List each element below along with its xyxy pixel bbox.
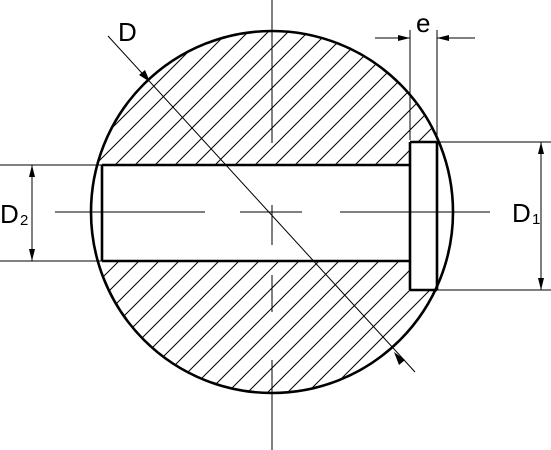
center-lines	[55, 0, 490, 450]
d1-dimension	[437, 141, 551, 291]
d2-dimension	[0, 164, 102, 262]
diameter-label: D	[118, 17, 137, 47]
diameter-dimension	[107, 35, 416, 373]
d1-subscript: 1	[532, 211, 540, 228]
bore-outline	[100, 163, 410, 263]
offset-label: e	[416, 8, 430, 38]
d2-subscript: 2	[20, 212, 28, 229]
d1-label: D	[512, 198, 531, 228]
hatched-section	[91, 31, 453, 393]
offset-dimension	[375, 30, 475, 140]
d2-label: D	[0, 199, 19, 229]
counterbore-outline	[408, 140, 439, 292]
